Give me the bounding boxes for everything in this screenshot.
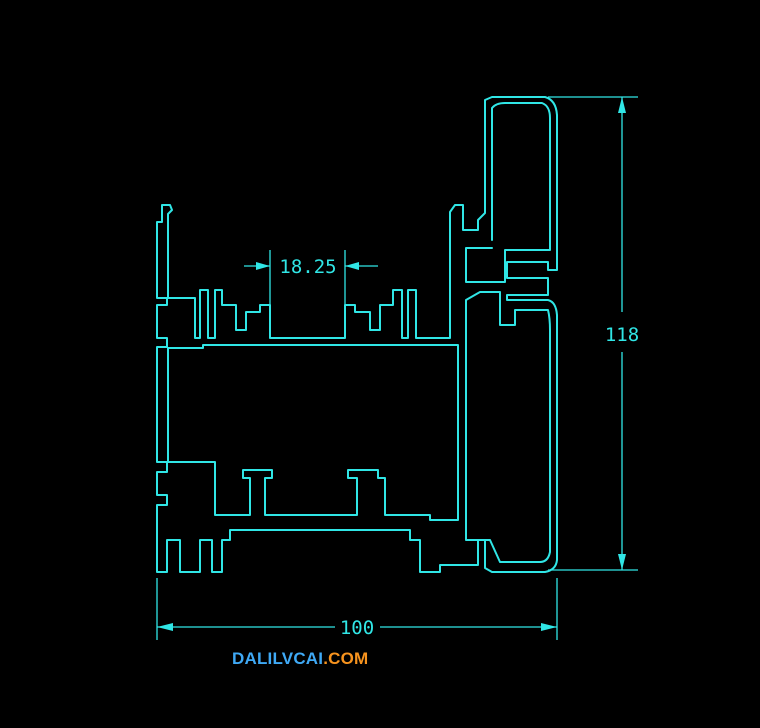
dimension-width-label: 100 — [340, 617, 374, 639]
dimension-width: 100 — [156, 578, 558, 640]
dimension-top-gap-label: 18.25 — [279, 256, 336, 278]
profile-outer-outline — [156, 96, 558, 573]
dimension-height: 118 — [548, 96, 639, 571]
watermark-suffix: .COM — [323, 649, 369, 668]
watermark: DALILVCAI.COM — [232, 649, 368, 669]
profile-right-chamber — [465, 291, 551, 563]
dimension-height-label: 118 — [605, 324, 639, 346]
dimension-top-gap: 18.25 — [244, 250, 378, 306]
watermark-brand: DALILVCAI — [232, 649, 324, 668]
profile-upper-hook — [465, 102, 551, 283]
profile-main-chamber — [167, 344, 459, 521]
